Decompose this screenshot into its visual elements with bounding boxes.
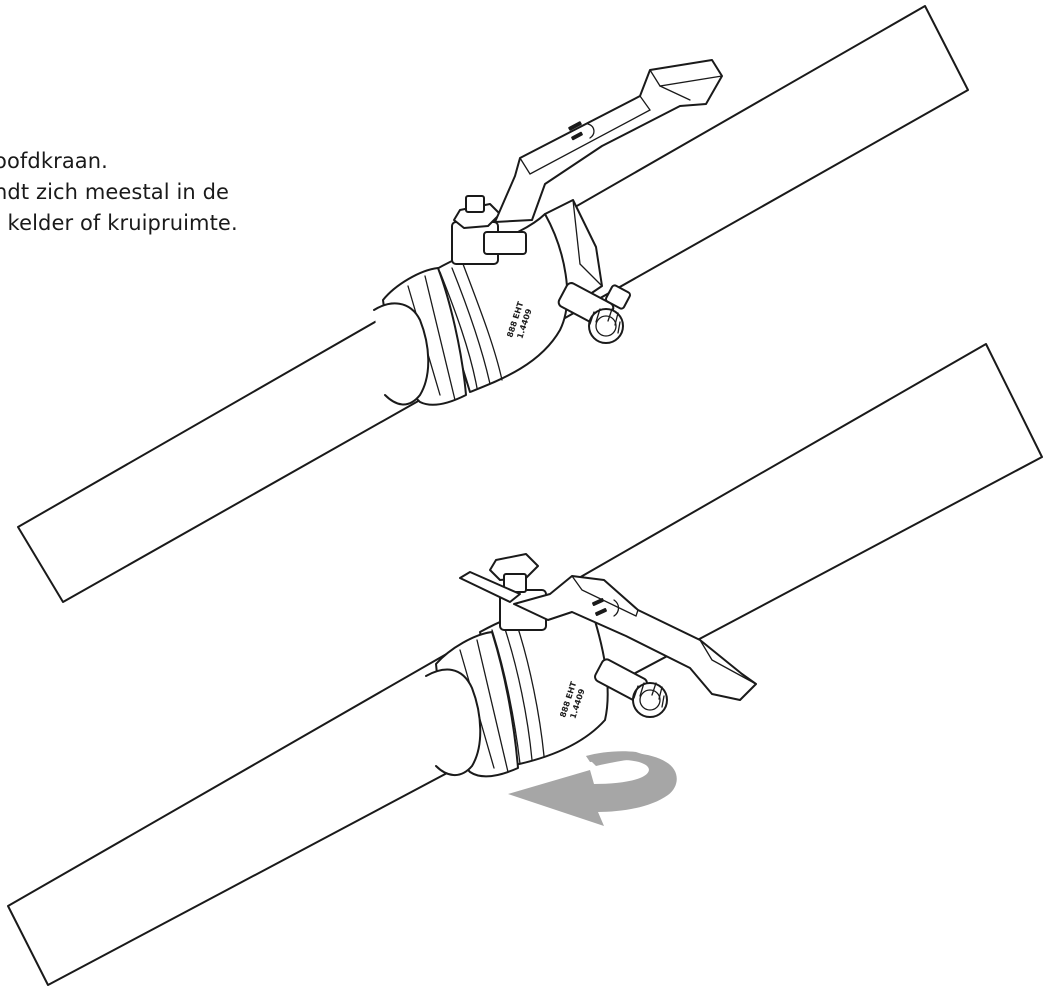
valve-open-group: 888 EHT 1.4409 (17, 5, 969, 603)
handle-marking-bottom (592, 597, 620, 617)
handle-marking-top (568, 121, 595, 141)
stem-bottom (459, 553, 547, 631)
instruction-line-1: oofdkraan. (0, 149, 108, 173)
instruction-line-2: ndt zich meestal in de (0, 180, 230, 204)
stem-top (451, 195, 527, 265)
rotate-arrow-tail (586, 751, 648, 766)
drain-valve-top (557, 282, 631, 344)
valve-closed-group: 888 EHT 1.4409 (7, 343, 1043, 986)
instruction-line-3: , kelder of kruipruimte. (0, 211, 238, 235)
rotate-arrow (508, 752, 677, 826)
drain-valve-bottom (594, 658, 668, 718)
instruction-text: oofdkraan. ndt zich meestal in de , keld… (0, 146, 238, 239)
